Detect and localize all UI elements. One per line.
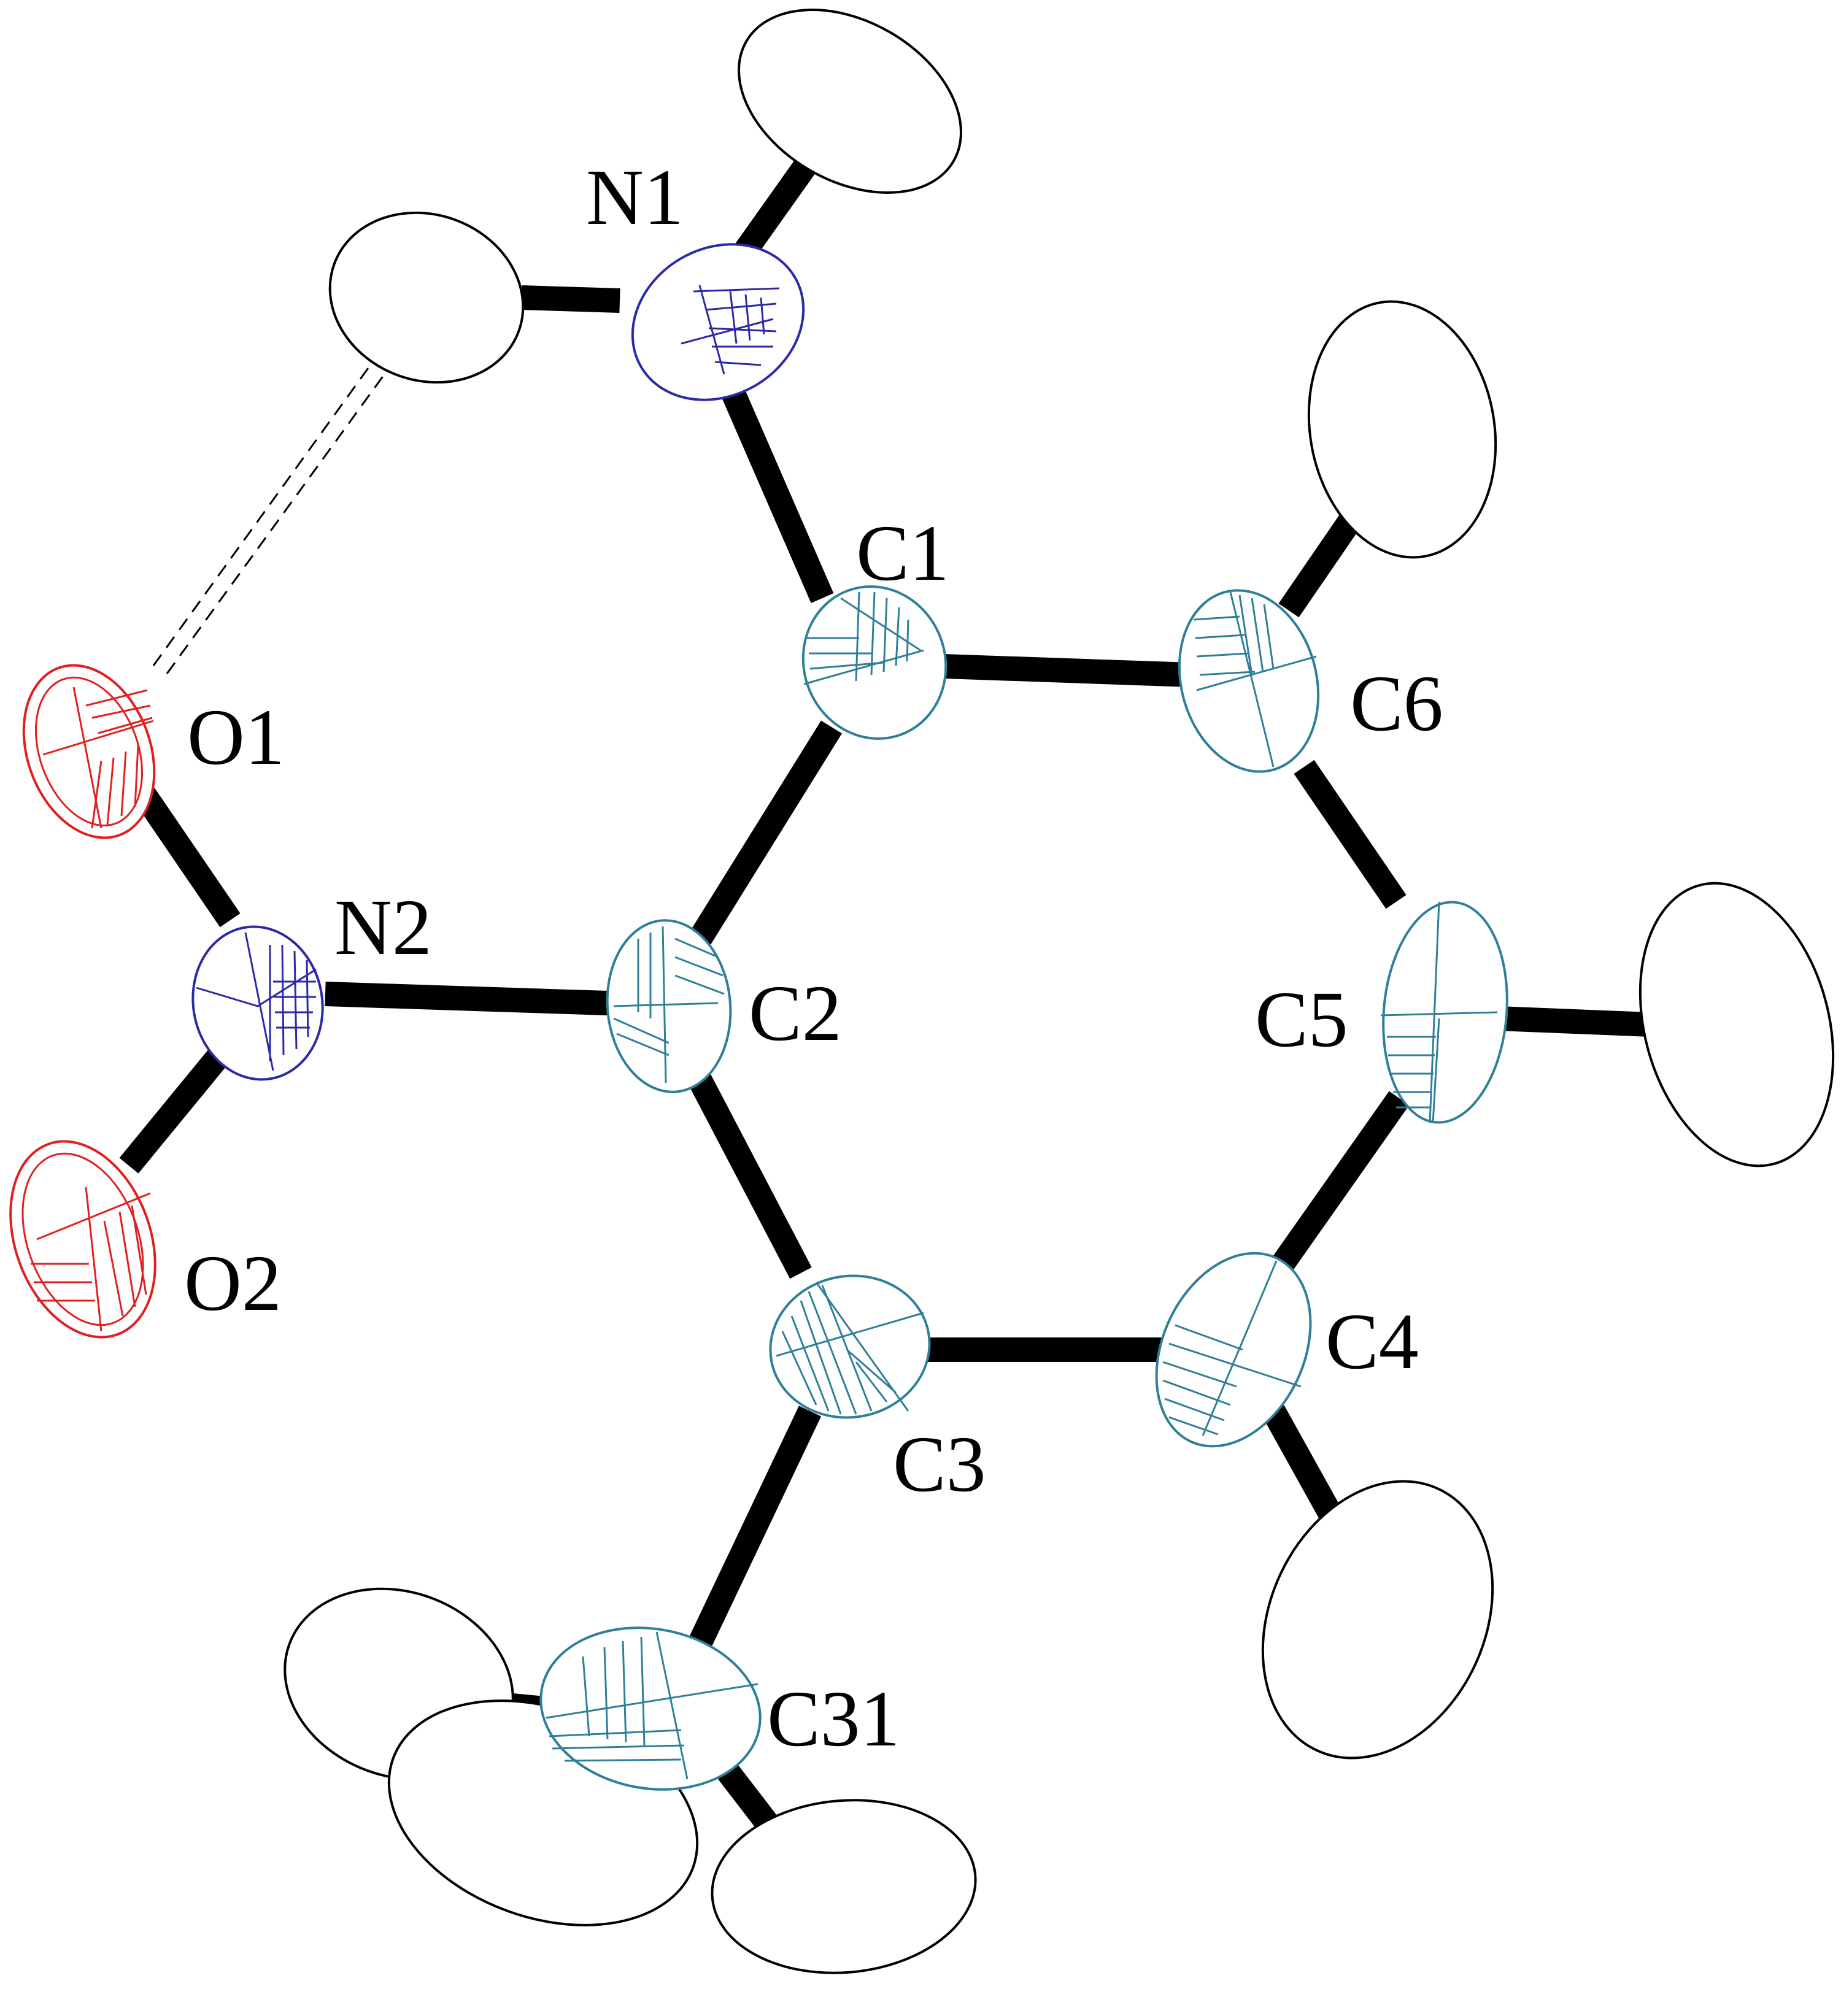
- atom-c5-hatch: [1380, 901, 1498, 1123]
- bond-o1-n2: [134, 787, 241, 928]
- hydrogen-atom-c5: [1638, 882, 1835, 1168]
- atom-n2-ellipse: [191, 925, 324, 1081]
- atom-c4-hatch: [1162, 1260, 1302, 1436]
- atom-c31-hatch: [546, 1631, 758, 1780]
- atom-c1: [801, 585, 948, 740]
- atom-c2-hatch: [613, 926, 725, 1083]
- label-o2: O2: [184, 1239, 282, 1328]
- hydrogen-atom-n1-upper: [738, 9, 962, 194]
- atom-labels: N1 C1 C6 O1 N2 C2 C5 O2 C4 C3 C31: [184, 153, 1443, 1763]
- atom-o1-inner: [35, 676, 143, 827]
- hydrogen-bond: [152, 367, 385, 674]
- atom-c3-ellipse: [769, 1274, 931, 1419]
- atom-c6-ellipse: [1178, 589, 1320, 773]
- atom-o2: [9, 1140, 156, 1339]
- atom-o2-hatch: [31, 1187, 151, 1332]
- hydrogen-atom-c6: [1307, 300, 1497, 559]
- label-c4: C4: [1326, 1298, 1419, 1386]
- label-c5: C5: [1255, 975, 1348, 1064]
- bond-c3-c31: [682, 1406, 822, 1662]
- bond-c1-n1: [719, 382, 834, 603]
- atom-c4: [1155, 1252, 1312, 1448]
- atom-c3-hatch: [776, 1282, 924, 1415]
- bonds: [119, 152, 1651, 1855]
- label-o1: O1: [187, 693, 285, 782]
- atom-n2-hatch: [196, 932, 317, 1071]
- bond-c4-c5: [1272, 1091, 1410, 1271]
- atom-c2: [606, 919, 732, 1093]
- atom-c6-hatch: [1193, 591, 1317, 768]
- hydrogen-atom-c4: [1261, 1480, 1494, 1760]
- bond-n1-h-left: [521, 285, 620, 313]
- bond-c1-c2: [680, 720, 842, 961]
- bond-n1-h-upper: [732, 152, 820, 262]
- atom-c4-ellipse: [1155, 1252, 1312, 1448]
- heavy-atoms: [9, 243, 1508, 1791]
- atom-o1: [22, 664, 156, 839]
- label-c3: C3: [893, 1420, 986, 1509]
- bond-c5-h: [1497, 1006, 1651, 1037]
- hydrogen-atom-c31-c: [711, 1799, 977, 1974]
- atom-n1-hatch: [681, 285, 780, 375]
- atom-n1: [631, 243, 805, 401]
- label-c31: C31: [767, 1675, 900, 1763]
- bond-n2-o2: [119, 1038, 237, 1174]
- label-n2: N2: [334, 883, 432, 972]
- atom-c1-hatch: [803, 591, 924, 685]
- hbond-line-a: [152, 367, 369, 666]
- atom-o1-hatch: [42, 687, 154, 829]
- atom-n2: [191, 925, 324, 1081]
- atom-c31: [539, 1626, 762, 1791]
- hydrogen-atoms: [284, 9, 1835, 1974]
- bond-c2-c3: [685, 1068, 812, 1279]
- atom-c3: [769, 1274, 931, 1419]
- hbond-line-b: [166, 375, 385, 674]
- bond-c4-h: [1262, 1405, 1346, 1528]
- atom-o2-ellipse: [9, 1140, 156, 1339]
- bond-n2-c2: [325, 982, 608, 1015]
- atom-c5-ellipse: [1382, 901, 1508, 1124]
- bond-c5-c6: [1294, 760, 1407, 909]
- bond-c1-c6: [926, 653, 1191, 687]
- atom-c5: [1380, 901, 1508, 1124]
- label-n1: N1: [586, 153, 684, 242]
- label-c2: C2: [749, 969, 842, 1058]
- atom-c6: [1178, 589, 1320, 773]
- hydrogen-atom-n1-left: [328, 211, 525, 384]
- atom-c31-ellipse: [539, 1626, 762, 1791]
- atom-n1-ellipse: [631, 243, 805, 401]
- label-c6: C6: [1350, 660, 1443, 748]
- label-c1: C1: [856, 509, 949, 598]
